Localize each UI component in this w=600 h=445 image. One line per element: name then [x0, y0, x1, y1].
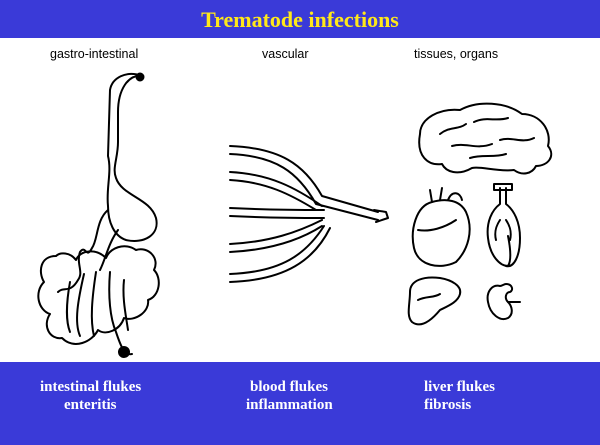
caption-line2-tissues: fibrosis — [424, 396, 471, 414]
caption-line1-tissues: liver flukes — [424, 378, 495, 396]
liver-icon — [409, 278, 461, 325]
digestive-tract-icon — [38, 74, 158, 358]
slide-title: Trematode infections — [0, 0, 600, 38]
heading-tissues-organs: tissues, organs — [414, 47, 498, 61]
heading-vascular: vascular — [262, 47, 309, 61]
heart-icon — [413, 188, 470, 266]
kidney-icon — [488, 284, 520, 319]
caption-line1-gastro: intestinal flukes — [40, 378, 141, 396]
caption-line1-vascular: blood flukes — [250, 378, 328, 396]
caption-line2-gastro: enteritis — [64, 396, 116, 414]
illustrations — [0, 60, 600, 360]
blood-vessels-icon — [230, 146, 388, 282]
brain-icon — [419, 104, 551, 174]
heading-gastro-intestinal: gastro-intestinal — [50, 47, 138, 61]
caption-line2-vascular: inflammation — [246, 396, 333, 414]
lungs-icon — [488, 184, 520, 266]
